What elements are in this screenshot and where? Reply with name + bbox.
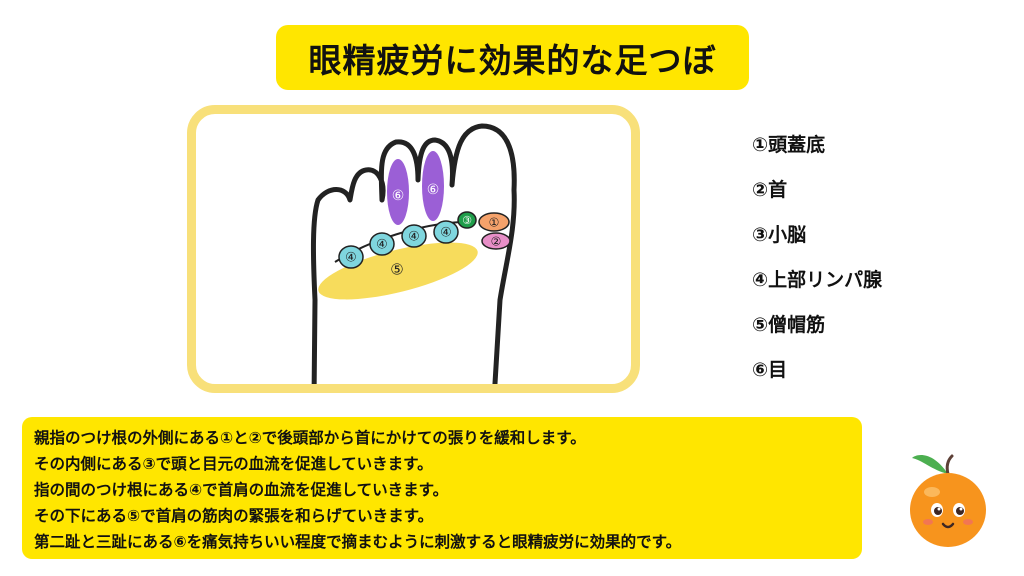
foot-diagram-frame: ⑤ ⑥ ⑥ ④ ④ ④ ④	[187, 105, 640, 393]
legend-item-cerebellum: ③小脳	[752, 224, 807, 246]
orange-mascot-icon	[902, 448, 998, 562]
legend-item-trapezius: ⑤僧帽筋	[752, 314, 826, 336]
point-6a-label: ⑥	[392, 188, 405, 204]
point-4c-label: ④	[408, 230, 420, 245]
legend: ①頭蓋底 ②首 ③小脳 ④上部リンパ腺 ⑤僧帽筋 ⑥目	[752, 128, 952, 398]
point-6-eye-a	[387, 159, 409, 225]
legend-item-upper-lymph: ④上部リンパ腺	[752, 269, 883, 291]
legend-item-eye: ⑥目	[752, 359, 788, 381]
point-4-lymph-a: ④	[338, 245, 364, 269]
point-4-lymph-c: ④	[401, 224, 427, 248]
point-1-label: ①	[489, 216, 500, 230]
point-5-trapezius	[318, 242, 478, 300]
description-line: 親指のつけ根の外側にある①と②で後頭部から首にかけての張りを緩和します。	[34, 429, 586, 447]
description-line: 指の間のつけ根にある④で首肩の血流を促進していきます。	[34, 481, 449, 499]
description-panel: 親指のつけ根の外側にある①と②で後頭部から首にかけての張りを緩和します。 その内…	[22, 417, 862, 559]
point-5-label: ⑤	[390, 261, 403, 279]
foot-diagram: ⑤ ⑥ ⑥ ④ ④ ④ ④	[310, 123, 517, 384]
point-4a-label: ④	[345, 251, 357, 266]
point-4d-label: ④	[440, 226, 452, 241]
point-4-lymph-b: ④	[369, 232, 395, 256]
page-title: 眼精疲労に効果的な足つぼ	[308, 40, 717, 80]
description-line: 第二趾と三趾にある⑥を痛気持ちいい程度で摘まむように刺激すると眼精疲労に効果的で…	[34, 533, 682, 551]
point-1-skull-base: ①	[478, 212, 510, 232]
title-banner: 眼精疲労に効果的な足つぼ	[276, 25, 749, 90]
legend-item-skull-base: ①頭蓋底	[752, 134, 826, 156]
point-4b-label: ④	[376, 238, 388, 253]
point-6b-label: ⑥	[427, 182, 440, 198]
description-line: その内側にある③で頭と目元の血流を促進していきます。	[34, 455, 433, 473]
point-3-label: ③	[462, 214, 472, 227]
legend-item-neck: ②首	[752, 179, 788, 201]
point-2-label: ②	[491, 235, 502, 249]
point-2-neck: ②	[481, 232, 511, 250]
point-4-lymph-d: ④	[433, 220, 459, 244]
description-line: その下にある⑤で首肩の筋肉の緊張を和らげていきます。	[34, 507, 434, 525]
point-3-cerebellum: ③	[457, 211, 477, 229]
point-6-eye-b	[422, 151, 444, 221]
